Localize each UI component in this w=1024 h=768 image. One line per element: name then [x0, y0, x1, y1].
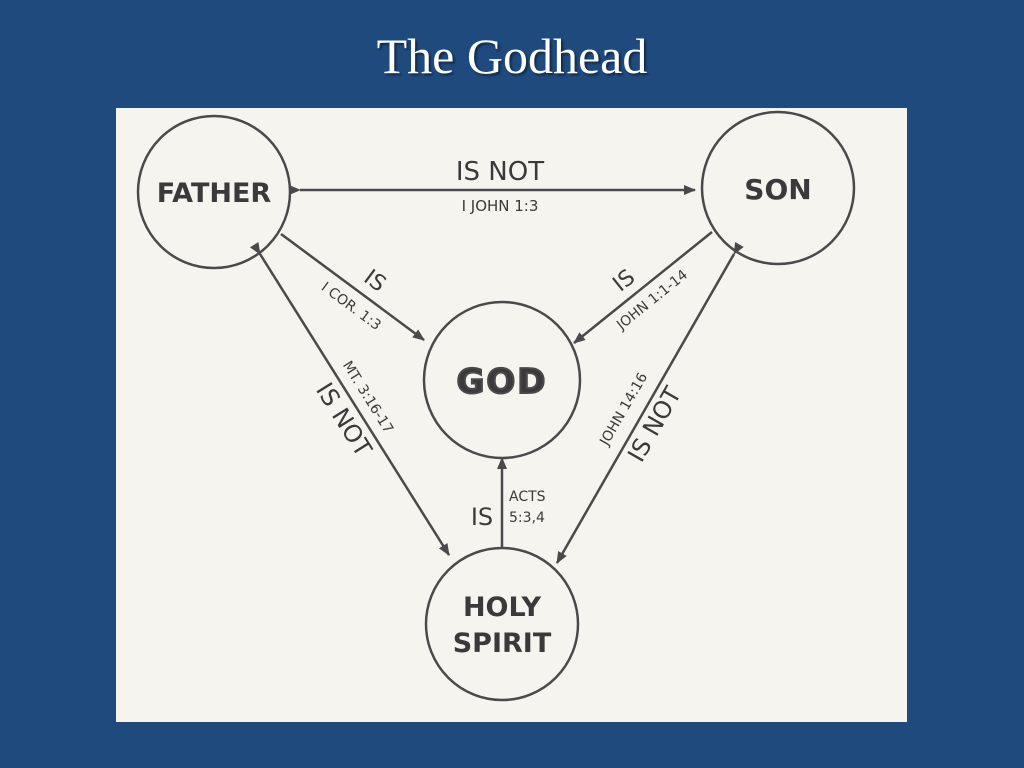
son-node [700, 110, 856, 266]
spirit-god-relation: IS [471, 503, 493, 531]
father-label: FATHER [157, 178, 272, 209]
holy-spirit-node [424, 546, 580, 702]
spirit-god-reference-line2: 5:3,4 [509, 510, 545, 526]
father-god-relation: IS [359, 265, 390, 297]
diagram-panel: FATHER SON GOD HOLY SPIRIT IS NOT I JOHN… [116, 108, 907, 722]
spirit-god-reference-line1: ACTS [509, 489, 546, 505]
holy-spirit-label-line2: SPIRIT [453, 628, 552, 659]
father-god-arrow [280, 232, 425, 342]
father-spirit-arrow [249, 242, 451, 556]
holy-spirit-label-line1: HOLY [463, 592, 542, 623]
god-label: GOD [456, 362, 547, 402]
father-son-reference: I JOHN 1:3 [462, 197, 539, 215]
godhead-diagram: FATHER SON GOD HOLY SPIRIT IS NOT I JOHN… [136, 110, 856, 702]
son-spirit-arrow [555, 241, 744, 564]
father-son-relation: IS NOT [456, 157, 544, 187]
son-label: SON [744, 173, 811, 206]
slide-title: The Godhead [376, 28, 648, 84]
